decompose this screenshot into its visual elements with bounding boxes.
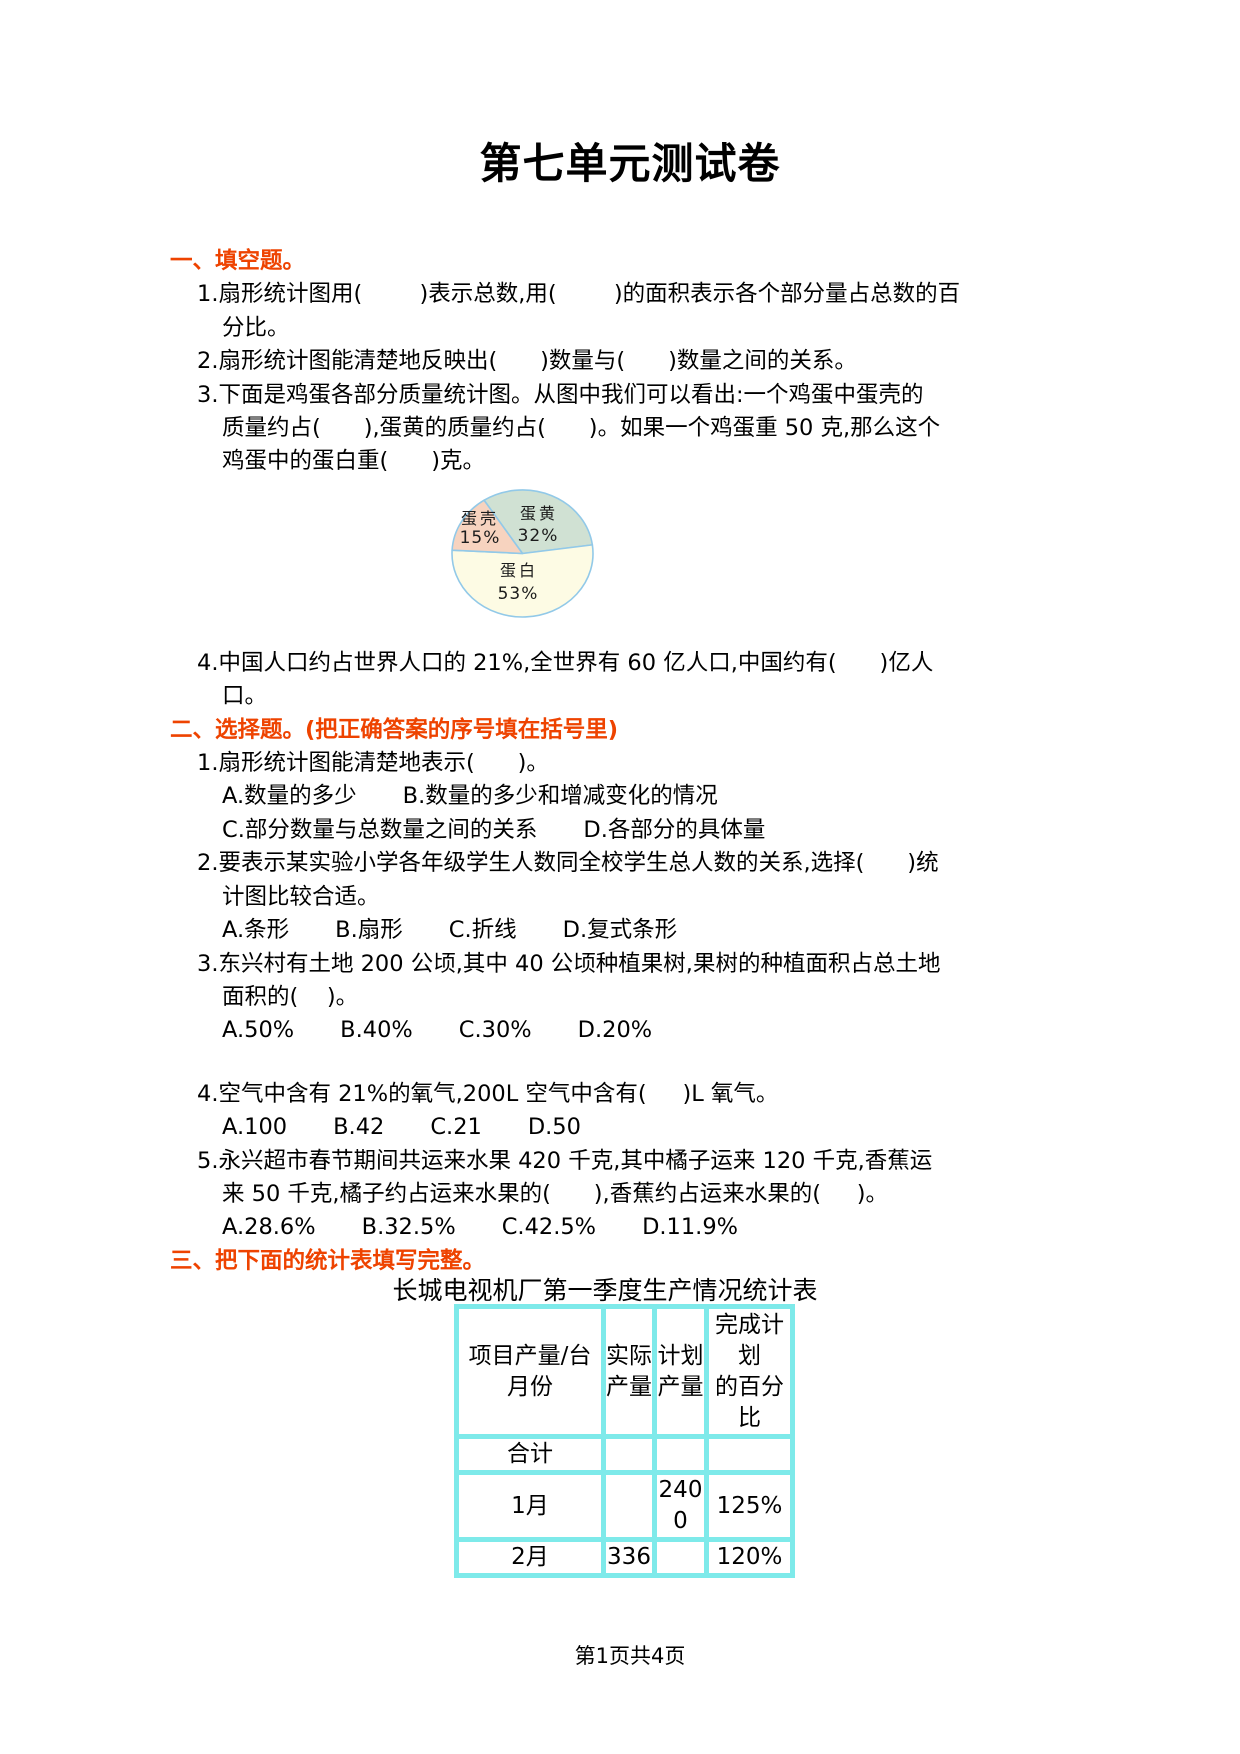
table-row-jan: 1月 2400 125%: [454, 1470, 795, 1543]
cell-total-actual: [601, 1434, 657, 1476]
pie-pct-yolk: 32%: [518, 526, 559, 546]
section-choice-heading: 二、选择题。(把正确答案的序号填在括号里): [170, 716, 619, 743]
cell-feb-pct: 120%: [704, 1537, 795, 1579]
cell-total-label: 合计: [454, 1434, 606, 1476]
option-b: B.32.5%: [361, 1214, 456, 1241]
cell-total-pct: [704, 1434, 795, 1476]
option-d: D.各部分的具体量: [583, 816, 766, 843]
choice-q3-line2: 面积的( )。: [222, 983, 359, 1010]
option-d: D.50: [527, 1114, 581, 1141]
option-c: C.部分数量与总数量之间的关系: [222, 816, 538, 843]
choice-q3-line1: 3.东兴村有土地 200 公顷,其中 40 公顷种植果树,果树的种植面积占总土地: [197, 950, 941, 977]
fill-q4-line1: 4.中国人口约占世界人口的 21%,全世界有 60 亿人口,中国约有( )亿人: [197, 649, 934, 676]
production-stat-table: 项目产量/台 月份 实际产量 计划产量 完成计划 的百分比 合计 1月 2400…: [454, 1304, 795, 1579]
cell-feb-actual: 336: [601, 1537, 657, 1579]
cell-feb-plan: [652, 1537, 709, 1579]
option-b: B.40%: [340, 1017, 413, 1044]
choice-q5-options: A.28.6% B.32.5% C.42.5% D.11.9%: [222, 1211, 1090, 1244]
cell-jan-label: 1月: [454, 1470, 606, 1543]
fill-q2: 2.扇形统计图能清楚地反映出( )数量与( )数量之间的关系。: [197, 348, 857, 375]
fill-q3-line3: 鸡蛋中的蛋白重( )克。: [222, 448, 485, 475]
table-row-feb: 2月 336 120%: [454, 1537, 795, 1579]
choice-q1-options-ab: A.数量的多少 B.数量的多少和增减变化的情况: [222, 780, 1090, 813]
choice-q4-options: A.100 B.42 C.21 D.50: [222, 1111, 1090, 1144]
section-table-heading: 三、把下面的统计表填写完整。: [170, 1247, 486, 1274]
pie-slice: [451, 543, 594, 618]
cell-total-plan: [652, 1434, 709, 1476]
test-paper-page: 第七单元测试卷 一、填空题。 1.扇形统计图用( )表示总数,用( )的面积表示…: [170, 139, 1090, 1669]
option-a: A.28.6%: [222, 1214, 316, 1241]
pie-label-shell: 蛋壳: [461, 509, 499, 528]
choice-q3-options: A.50% B.40% C.30% D.20%: [222, 1014, 1090, 1047]
cell-jan-actual: [601, 1470, 657, 1543]
choice-q2-line1: 2.要表示某实验小学各年级学生人数同全校学生总人数的关系,选择( )统: [197, 850, 939, 877]
table-row-total: 合计: [454, 1434, 795, 1476]
choice-q2-options: A.条形 B.扇形 C.折线 D.复式条形: [222, 914, 1090, 947]
option-b: B.扇形: [335, 917, 403, 944]
option-c: C.30%: [458, 1017, 532, 1044]
fill-q4-line2: 口。: [222, 683, 268, 710]
section-fill-heading: 一、填空题。: [170, 248, 306, 274]
cell-jan-pct: 125%: [704, 1470, 795, 1543]
egg-pie-chart: 蛋黄 32% 蛋白 53% 蛋壳 15%: [450, 488, 596, 620]
choice-q5-line1: 5.永兴超市春节期间共运来水果 420 千克,其中橘子运来 120 千克,香蕉运: [197, 1147, 933, 1174]
header-cell-plan: 计划产量: [652, 1304, 709, 1440]
page-title: 第七单元测试卷: [479, 139, 781, 188]
option-b: B.42: [333, 1114, 385, 1141]
header-cell-actual: 实际产量: [601, 1304, 657, 1440]
header-cell-pct: 完成计划 的百分比: [704, 1304, 795, 1440]
page-number: 第1页共4页: [574, 1644, 686, 1669]
pie-label-white: 蛋白: [500, 561, 538, 580]
option-a: A.条形: [222, 917, 290, 944]
pie-pct-shell: 15%: [460, 528, 501, 548]
option-a: A.数量的多少: [222, 783, 357, 810]
pie-slices: [451, 489, 594, 618]
option-c: C.42.5%: [501, 1214, 597, 1241]
fill-q1-line2: 分比。: [222, 314, 290, 341]
pie-slice: [451, 499, 524, 555]
option-d: D.11.9%: [642, 1214, 739, 1241]
pie-chart-svg: 蛋黄 32% 蛋白 53% 蛋壳 15%: [451, 489, 594, 618]
option-a: A.50%: [222, 1017, 295, 1044]
cell-feb-label: 2月: [454, 1537, 606, 1579]
header-cell-month: 项目产量/台 月份: [454, 1304, 606, 1440]
choice-q1: 1.扇形统计图能清楚地表示( )。: [197, 750, 549, 777]
fill-q3-line2: 质量约占( ),蛋黄的质量约占( )。如果一个鸡蛋重 50 克,那么这个: [222, 415, 941, 442]
choice-q4: 4.空气中含有 21%的氧气,200L 空气中含有( )L 氧气。: [197, 1080, 779, 1107]
option-a: A.100: [222, 1114, 288, 1141]
cell-jan-plan: 2400: [652, 1470, 709, 1543]
fill-q3-line1: 3.下面是鸡蛋各部分质量统计图。从图中我们可以看出:一个鸡蛋中蛋壳的: [197, 381, 924, 408]
choice-q1-options-cd: C.部分数量与总数量之间的关系 D.各部分的具体量: [222, 814, 1090, 847]
fill-q1-line1: 1.扇形统计图用( )表示总数,用( )的面积表示各个部分量占总数的百: [197, 281, 961, 308]
choice-q2-line2: 计图比较合适。: [222, 883, 380, 910]
table-header-row: 项目产量/台 月份 实际产量 计划产量 完成计划 的百分比: [454, 1304, 795, 1440]
option-b: B.数量的多少和增减变化的情况: [402, 783, 718, 810]
stat-table-title: 长城电视机厂第一季度生产情况统计表: [392, 1276, 818, 1306]
option-d: D.复式条形: [562, 917, 678, 944]
choice-q5-line2: 来 50 千克,橘子约占运来水果的( ),香蕉约占运来水果的( )。: [222, 1180, 889, 1207]
option-c: C.折线: [448, 917, 517, 944]
pie-pct-white: 53%: [498, 584, 539, 604]
option-d: D.20%: [577, 1017, 653, 1044]
option-c: C.21: [430, 1114, 482, 1141]
pie-label-yolk: 蛋黄: [520, 504, 558, 523]
